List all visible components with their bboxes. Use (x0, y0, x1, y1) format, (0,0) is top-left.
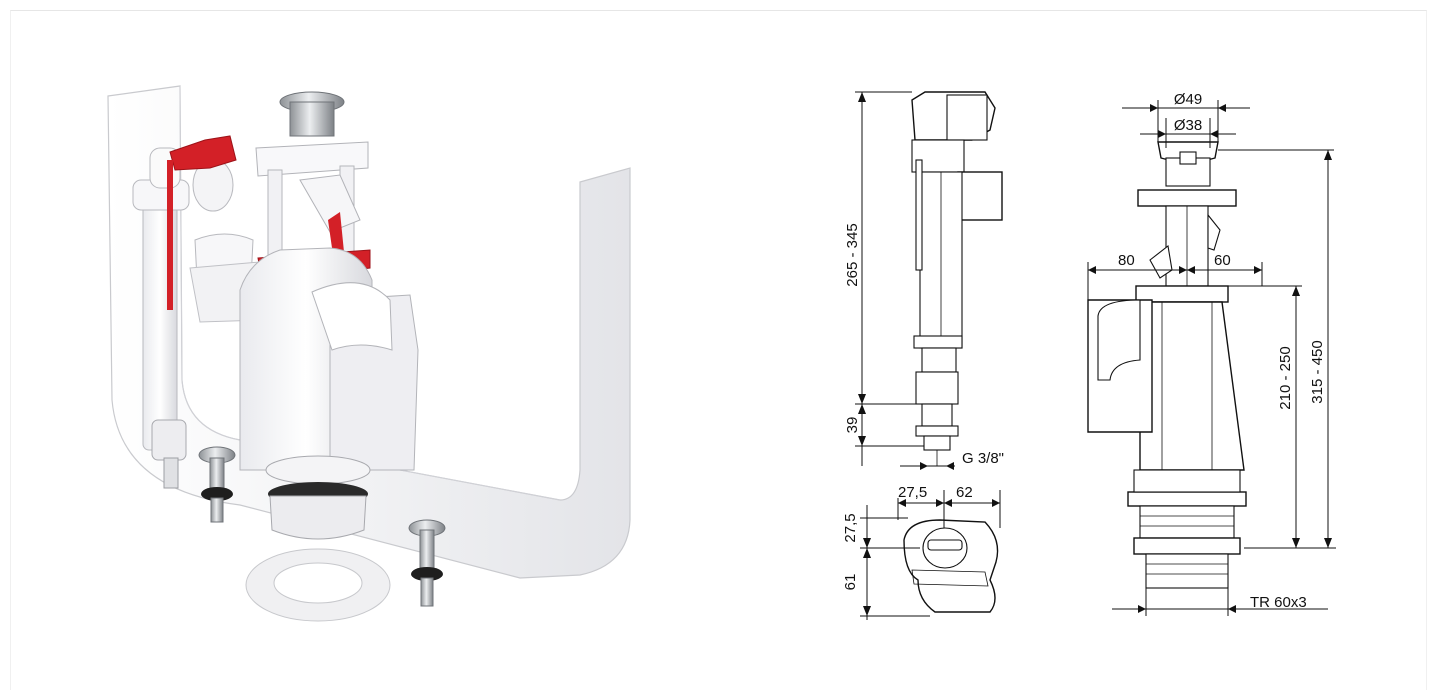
float-width-right-label: 62 (956, 484, 973, 501)
flush-valve (239, 91, 419, 540)
offset-right-label: 60 (1214, 252, 1231, 269)
height-inner-label: 210 - 250 (1277, 346, 1294, 409)
flush-thread-label: TR 60x3 (1250, 594, 1307, 611)
float-width-left-label: 27,5 (898, 484, 927, 501)
fixing-bolt-right (408, 519, 446, 607)
button-inner-diameter-label: Ø38 (1174, 117, 1202, 134)
fixing-bolt-left (198, 446, 236, 523)
flush-valve-drawing (1087, 141, 1247, 589)
float-depth-bottom-label: 61 (842, 574, 859, 591)
float-top-view: 27,5 61 27,5 62 (842, 484, 1001, 620)
button-outer-diameter-label: Ø49 (1174, 91, 1202, 108)
fill-valve-dimensions: 265 - 345 39 G 3/8" (844, 91, 1004, 470)
fill-valve-height-label: 265 - 345 (844, 223, 861, 286)
height-total-label: 315 - 450 (1309, 340, 1326, 403)
fill-valve-drawing (911, 91, 1003, 466)
flush-valve-dimensions: Ø49 Ø38 80 60 210 - 250 315 - 450 TR (1087, 91, 1336, 616)
float-depth-top-label: 27,5 (842, 513, 859, 542)
gasket-ring (245, 548, 391, 622)
offset-left-label: 80 (1118, 252, 1135, 269)
image-frame (10, 10, 1427, 690)
fill-valve-thread-label: G 3/8" (962, 450, 1004, 467)
fill-valve-bottom-label: 39 (844, 417, 861, 434)
